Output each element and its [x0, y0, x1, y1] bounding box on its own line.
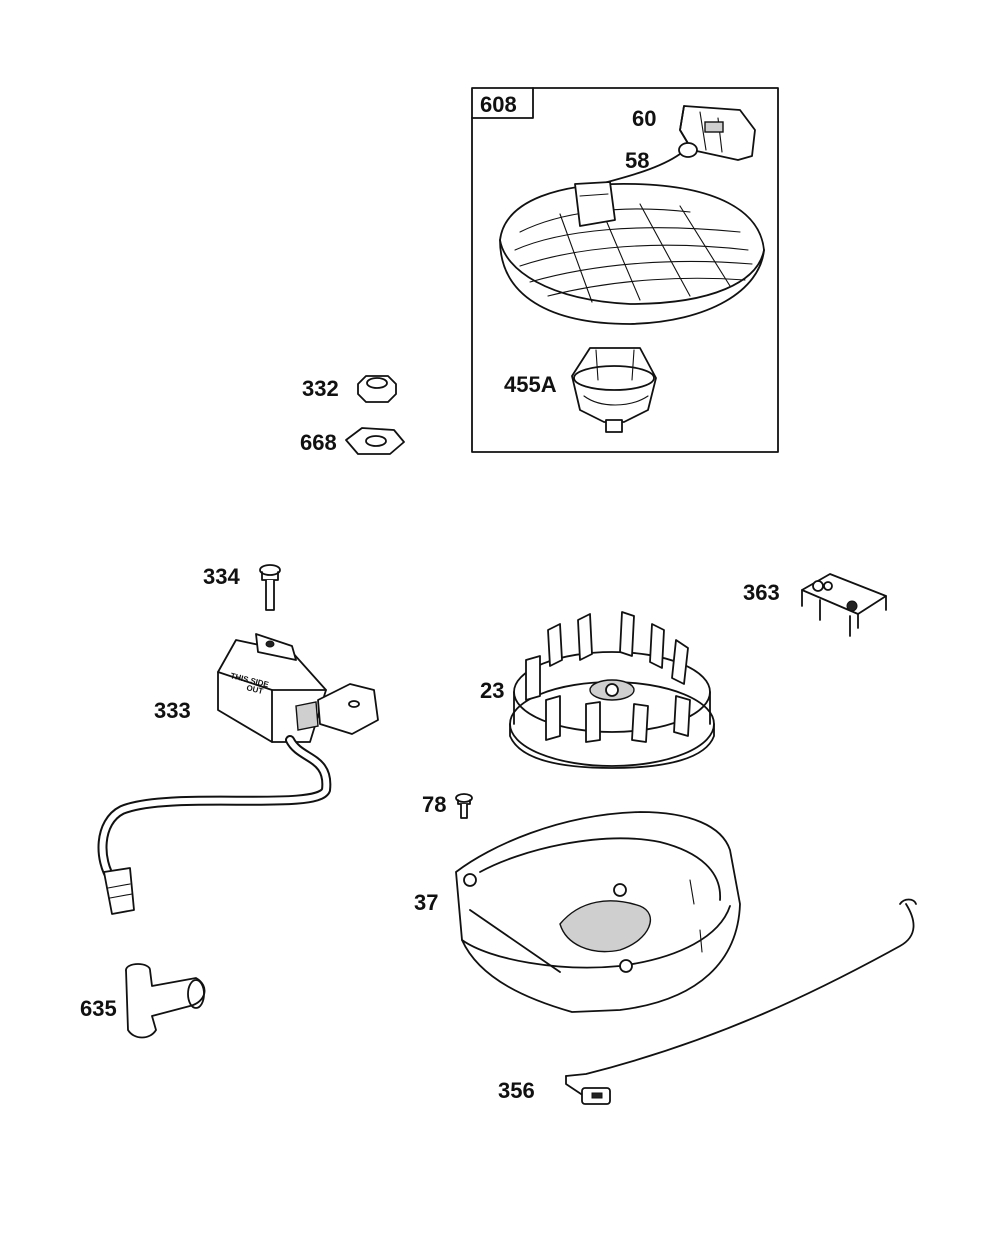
starter-cup-part [571, 347, 657, 433]
callout-58: 58 [625, 148, 649, 173]
blower-housing-base-part [455, 811, 741, 1013]
spark-plug-boot-part [125, 963, 206, 1039]
ignition-coil-part: THIS SIDE OUT [97, 633, 379, 915]
kit-608-box: 608 [471, 87, 779, 453]
recoil-starter-housing [499, 181, 765, 325]
callout-332: 332 [302, 376, 339, 401]
callout-635: 635 [80, 996, 117, 1021]
callout-78: 78 [422, 792, 446, 817]
flywheel-part [509, 611, 715, 769]
callout-37: 37 [414, 890, 438, 915]
coil-marking-line-2: OUT [246, 683, 265, 696]
bracket-part [801, 573, 887, 637]
callout-363: 363 [743, 580, 780, 605]
washer-part [345, 427, 405, 455]
callout-23: 23 [480, 678, 504, 703]
starter-handle-part [679, 105, 756, 161]
callout-60: 60 [632, 106, 656, 131]
callout-668: 668 [300, 430, 337, 455]
screw-78-part [455, 793, 473, 819]
callout-356: 356 [498, 1078, 535, 1103]
callout-455a: 455A [504, 372, 557, 397]
callout-334: 334 [203, 564, 240, 589]
ground-wire-part [565, 898, 917, 1105]
callout-333: 333 [154, 698, 191, 723]
kit-608-label: 608 [480, 92, 517, 117]
coil-screw-part [259, 564, 281, 611]
flywheel-nut-part [357, 375, 397, 403]
